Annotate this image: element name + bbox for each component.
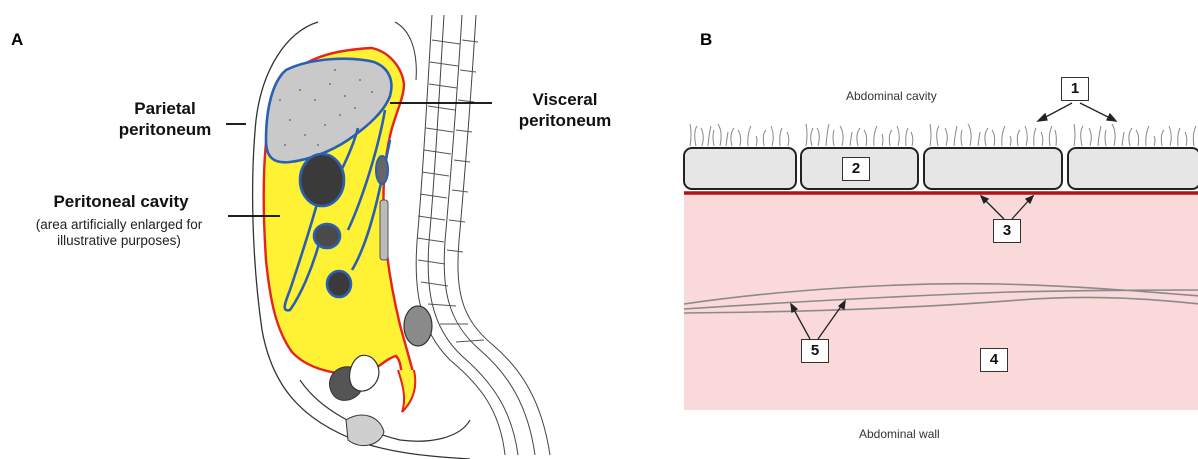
vertebrae-ticks (417, 40, 484, 342)
small-intestine (327, 271, 351, 297)
retroperitoneal-vessel (380, 200, 388, 260)
parietal-peritoneum-label: Parietal peritoneum (100, 98, 230, 140)
mesothelial-cell (924, 148, 1062, 189)
peritoneal-cavity-label: Peritoneal cavity (16, 191, 226, 212)
peritoneal-cavity-note: (area artificially enlarged for illustra… (4, 217, 234, 249)
marker-5: 5 (801, 339, 829, 363)
uterus (350, 355, 379, 391)
visceral-peritoneum-label: Visceral peritoneum (500, 89, 630, 131)
abdominal-wall-caption: Abdominal wall (859, 427, 940, 441)
stomach (300, 154, 344, 206)
transverse-colon (314, 224, 340, 248)
marker-4: 4 (980, 348, 1008, 372)
sacrum-fold (398, 370, 415, 412)
spine (416, 15, 550, 455)
mesothelial-cell (1068, 148, 1198, 189)
marker-1: 1 (1061, 77, 1089, 101)
mesothelial-cell (684, 148, 796, 189)
rectum (404, 306, 432, 346)
marker-3: 3 (993, 219, 1021, 243)
microvilli (690, 124, 1196, 146)
pelvic-floor (300, 380, 470, 441)
abdominal-cavity-caption: Abdominal cavity (846, 89, 937, 103)
pubic-bone (346, 415, 384, 445)
tissue-layer (684, 193, 1198, 410)
marker-2: 2 (842, 157, 870, 181)
kidney (376, 156, 388, 184)
